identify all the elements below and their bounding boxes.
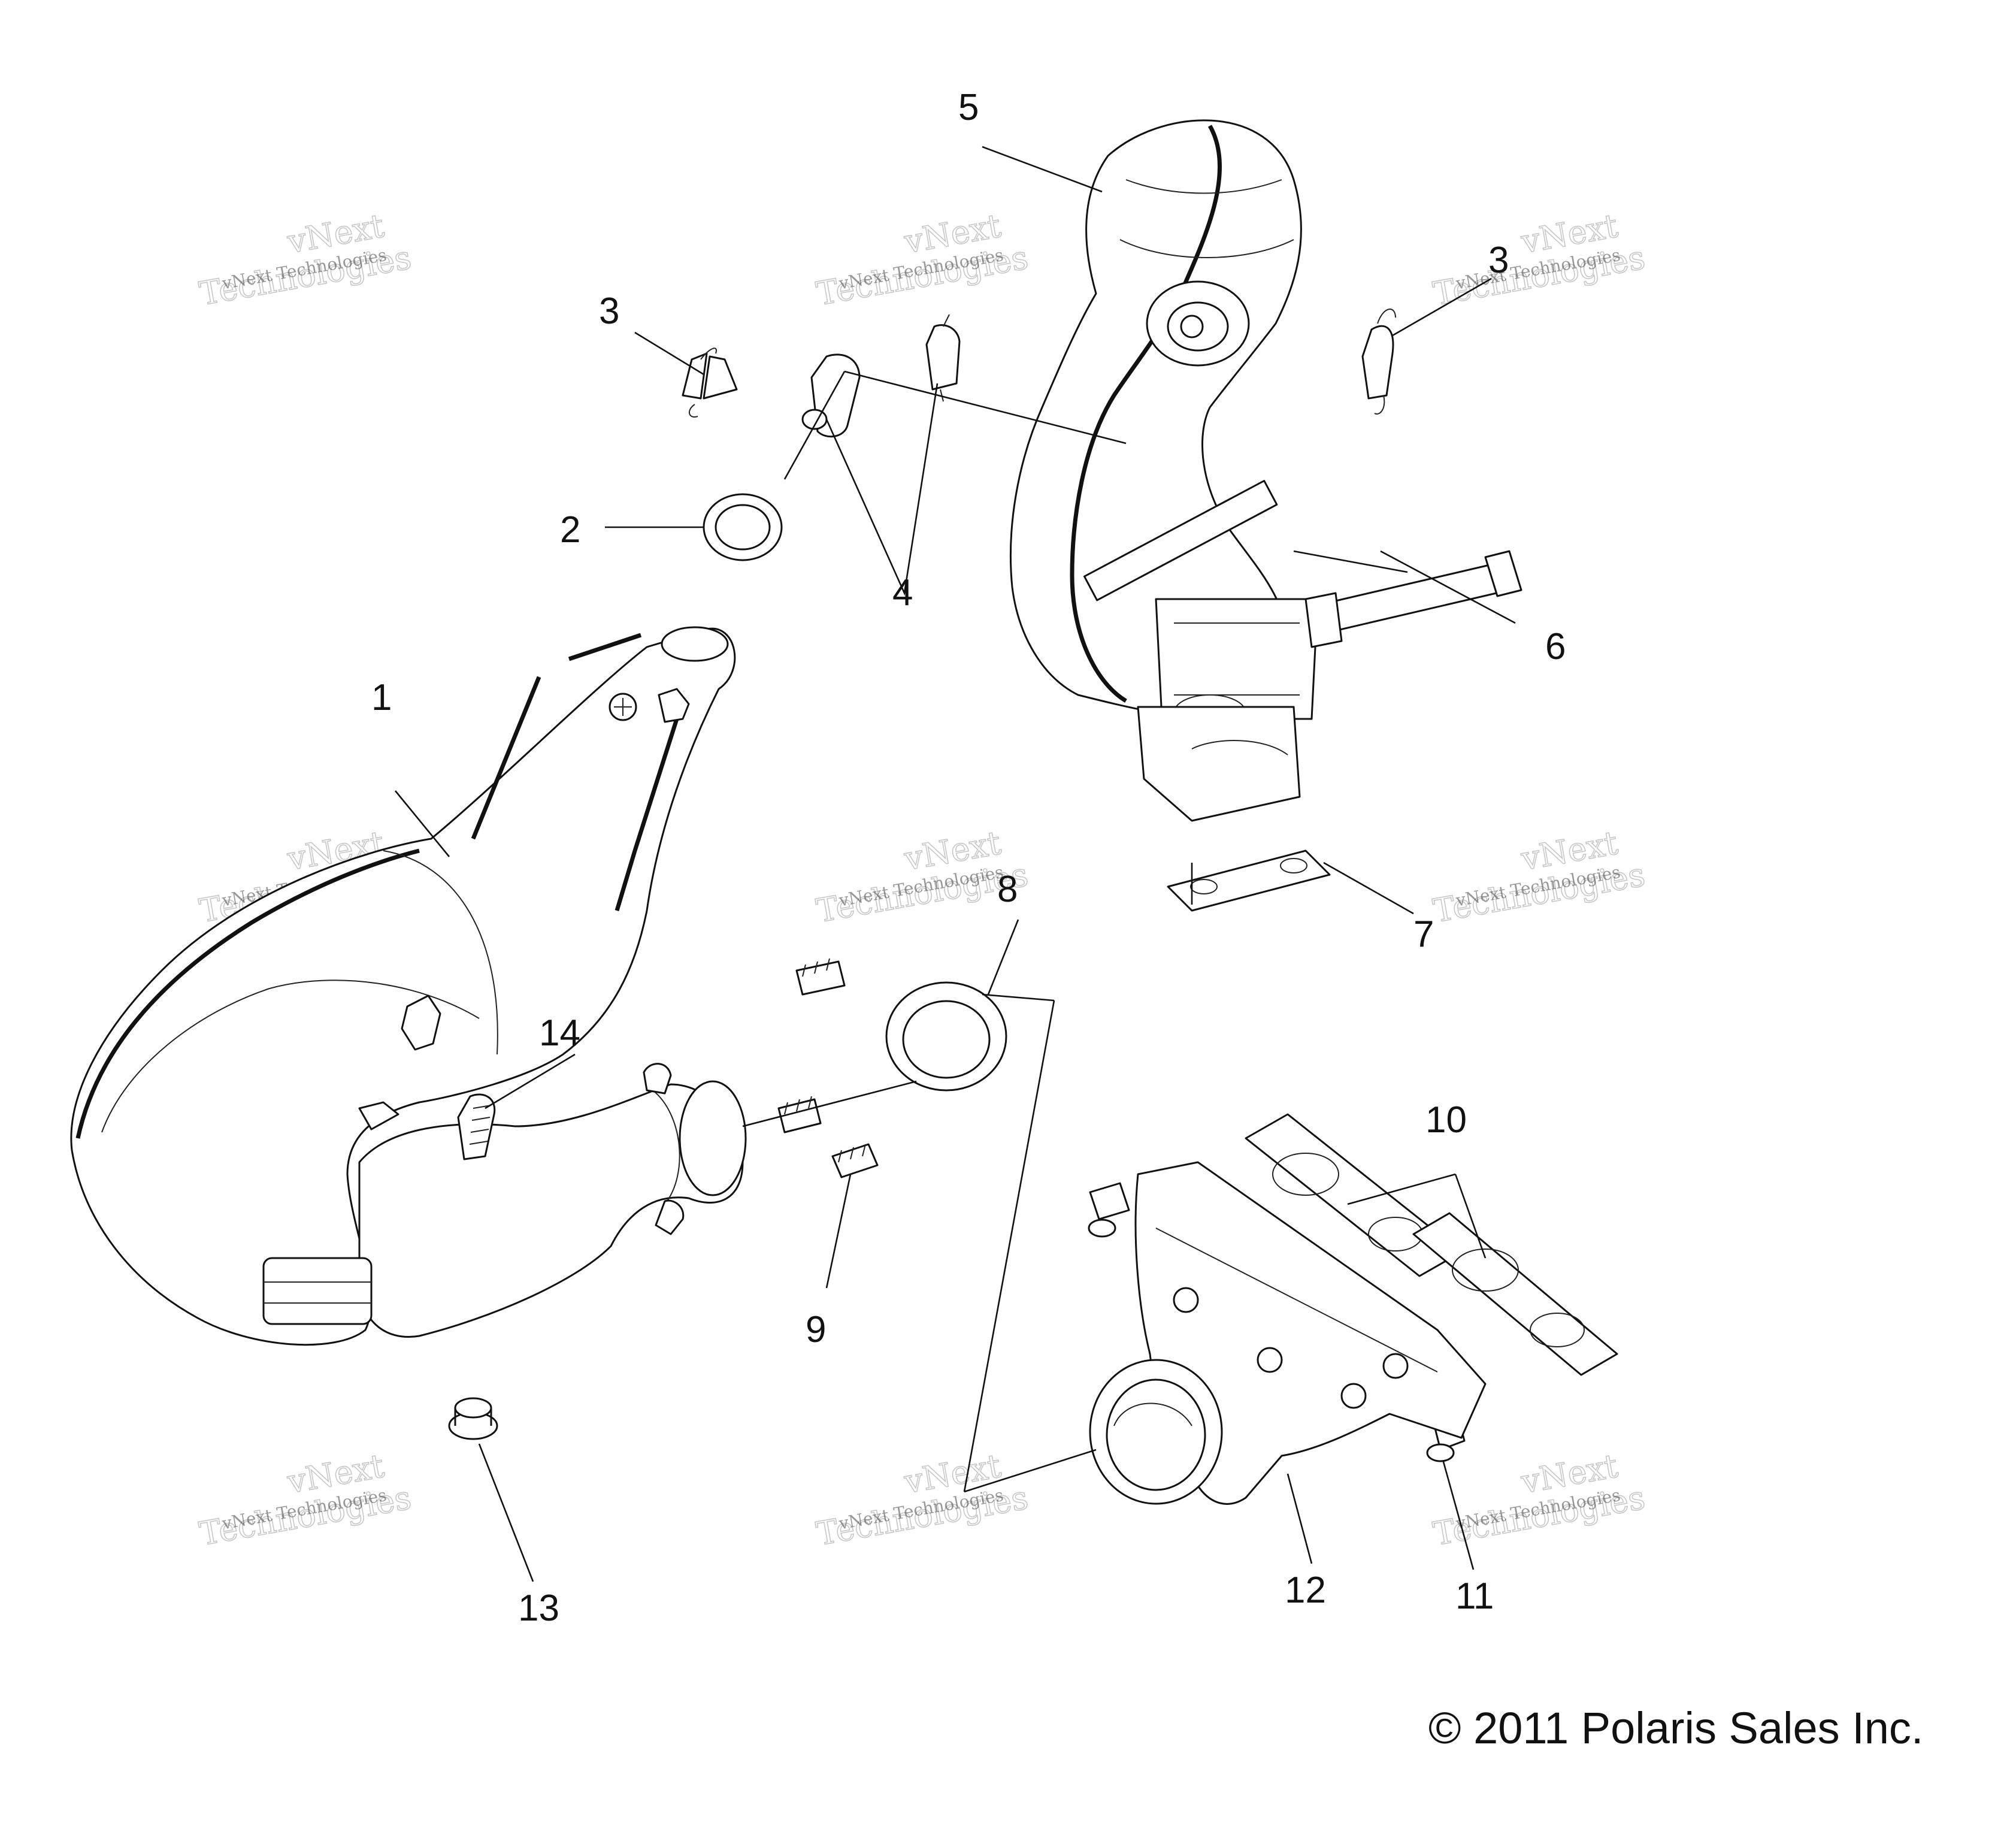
exhaust-pipe-part-5 bbox=[1009, 119, 1319, 822]
callout-3-left: 3 bbox=[599, 291, 619, 332]
gasket-plate-part-7 bbox=[1167, 850, 1331, 912]
leader-lines bbox=[394, 146, 1516, 1582]
callout-12: 12 bbox=[1285, 1570, 1326, 1611]
callout-8: 8 bbox=[997, 869, 1018, 910]
watermark-top-left: Technologies vNext Technologies vNext bbox=[196, 206, 414, 313]
watermark-top-center: Technologies vNext Technologies vNext bbox=[813, 206, 1031, 313]
watermark-bottom-right: Technologies vNext Technologies vNext bbox=[1430, 1446, 1648, 1553]
watermark-bottom-center: Technologies vNext Technologies vNext bbox=[813, 1446, 1031, 1553]
bolts-part-11 bbox=[1088, 1182, 1466, 1462]
spring-part-3-left bbox=[682, 347, 738, 418]
exhaust-manifold-part-12 bbox=[1089, 1161, 1487, 1505]
callout-7: 7 bbox=[1413, 914, 1434, 955]
spring-part-3-right bbox=[1361, 309, 1396, 415]
bracket-part-6 bbox=[1304, 550, 1522, 648]
callout-3-right: 3 bbox=[1488, 240, 1509, 281]
callout-11: 11 bbox=[1455, 1576, 1494, 1617]
callout-9: 9 bbox=[806, 1309, 826, 1350]
exhaust-pipe-part-1 bbox=[70, 626, 747, 1346]
callout-4: 4 bbox=[892, 572, 913, 613]
watermark-middle-right: Technologies vNext Technologies vNext bbox=[1430, 823, 1648, 930]
copyright-notice: © 2011 Polaris Sales Inc. bbox=[1428, 1703, 1923, 1753]
callout-5: 5 bbox=[958, 87, 979, 128]
callout-14: 14 bbox=[539, 1012, 580, 1054]
gaskets-part-10 bbox=[1245, 1113, 1618, 1376]
seal-ring-part-2 bbox=[703, 493, 783, 561]
callout-2: 2 bbox=[560, 509, 580, 551]
callout-10: 10 bbox=[1425, 1099, 1467, 1141]
callout-1: 1 bbox=[371, 677, 392, 718]
callout-13: 13 bbox=[518, 1588, 559, 1629]
springs-part-4 bbox=[801, 314, 961, 438]
springs-part-9 bbox=[777, 958, 879, 1178]
watermark-top-right: Technologies vNext Technologies vNext bbox=[1430, 206, 1648, 313]
plug-part-13 bbox=[448, 1397, 498, 1440]
watermark-bottom-left: Technologies vNext Technologies vNext bbox=[196, 1446, 414, 1553]
callout-6: 6 bbox=[1545, 626, 1566, 667]
seal-ring-part-8 bbox=[885, 981, 1007, 1092]
